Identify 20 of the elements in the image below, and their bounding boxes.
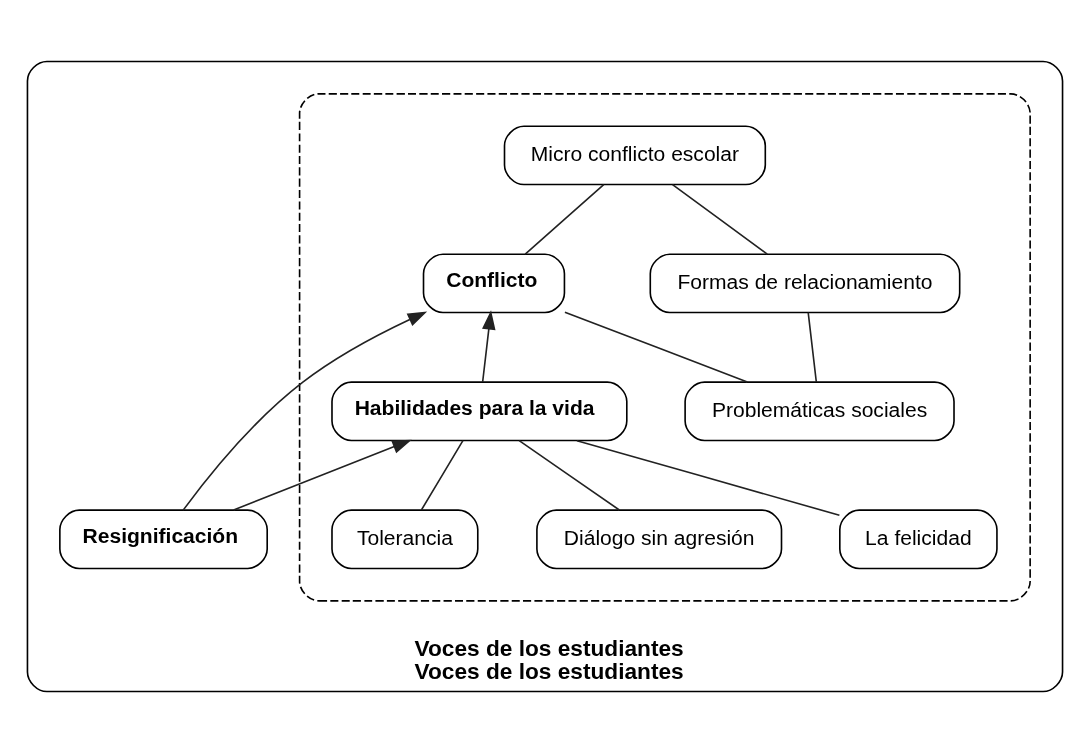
arrow: [232, 439, 412, 511]
node-box: Resignificación: [59, 509, 268, 570]
node-box: Habilidades para la vida: [331, 381, 628, 442]
connector: [524, 183, 605, 255]
node-box: Conflicto: [422, 253, 566, 314]
node-box: Formas de relacionamiento: [649, 253, 961, 314]
node-box: La felicidad: [839, 509, 998, 570]
node-box: Problemáticas sociales: [684, 381, 955, 442]
node-box: Tolerancia: [331, 509, 479, 570]
cluster: [298, 93, 1031, 602]
connector: [564, 311, 749, 383]
arrow: [481, 310, 496, 383]
connector: [576, 439, 841, 517]
connector: [420, 439, 464, 511]
connector: [807, 311, 818, 383]
connector: [671, 183, 769, 255]
node-box: Diálogo sin agresión: [536, 509, 783, 570]
arrow: [182, 311, 428, 511]
connector: [518, 439, 621, 511]
node-box: Micro conflicto escolar: [503, 125, 767, 186]
